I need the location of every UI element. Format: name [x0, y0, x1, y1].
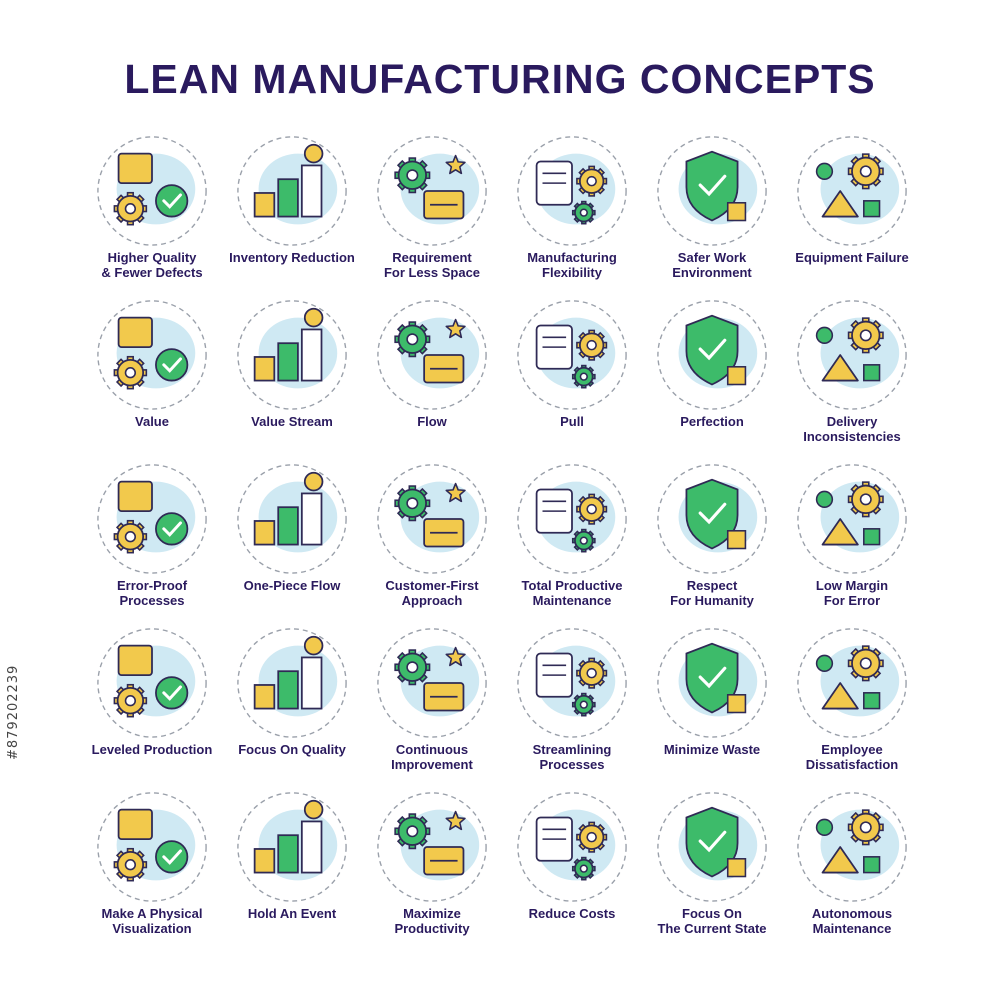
concept-item: Flow	[362, 296, 502, 460]
leveled-clock-icon	[97, 628, 207, 738]
dashboard-screen-icon	[97, 792, 207, 902]
concept-label: Value	[135, 414, 169, 429]
concept-label: One-Piece Flow	[243, 578, 341, 593]
concept-item: Value	[82, 296, 222, 460]
broken-gear-icon	[797, 136, 907, 246]
concept-item: Total Productive Maintenance	[502, 460, 642, 624]
worker-stop-icon	[797, 628, 907, 738]
concept-item: Minimize Waste	[642, 624, 782, 788]
concept-item: Low Margin For Error	[782, 460, 922, 624]
concept-label: Delivery Inconsistencies	[803, 414, 901, 444]
concept-label: Continuous Improvement	[391, 742, 473, 772]
one-piece-flow-icon	[237, 464, 347, 574]
concept-label: Total Productive Maintenance	[521, 578, 623, 608]
funnel-warning-icon	[797, 464, 907, 574]
concept-label: Flow	[417, 414, 447, 429]
warehouse-truck-icon	[517, 300, 627, 410]
rocket-gears-icon	[517, 136, 627, 246]
concept-item: Pull	[502, 296, 642, 460]
concept-label: Value Stream	[251, 414, 333, 429]
hand-warning-icon	[657, 792, 767, 902]
process-checklist-icon	[237, 300, 347, 410]
concept-label: Equipment Failure	[795, 250, 909, 265]
concept-label: Make A Physical Visualization	[101, 906, 203, 936]
shield-check-icon	[657, 136, 767, 246]
concept-item: Perfection	[642, 296, 782, 460]
concept-item: Focus On Quality	[222, 624, 362, 788]
concept-label: Requirement For Less Space	[383, 250, 481, 280]
concept-label: Focus On Quality	[238, 742, 346, 757]
refresh-truck-icon	[517, 628, 627, 738]
concept-item: Autonomous Maintenance	[782, 788, 922, 952]
concept-item: Error-Proof Processes	[82, 460, 222, 624]
concept-label: Hold An Event	[247, 906, 337, 921]
concept-item: Continuous Improvement	[362, 624, 502, 788]
scissors-money-icon	[517, 792, 627, 902]
concept-label: Inventory Reduction	[229, 250, 355, 265]
warehouse-space-icon	[377, 136, 487, 246]
concept-label: Streamlining Processes	[532, 742, 612, 772]
concept-item: Higher Quality & Fewer Defects	[82, 132, 222, 296]
concept-label: Perfection	[680, 414, 744, 429]
concept-item: Employee Dissatisfaction	[782, 624, 922, 788]
concept-grid: Higher Quality & Fewer Defects Inventory …	[82, 132, 922, 952]
flowchart-conveyor-icon	[377, 300, 487, 410]
concept-item: Focus On The Current State	[642, 788, 782, 952]
error-proof-icon	[97, 464, 207, 574]
hands-briefcase-icon	[657, 464, 767, 574]
presentation-event-icon	[237, 792, 347, 902]
concept-label: Minimize Waste	[663, 742, 761, 757]
team-shield-icon	[517, 464, 627, 574]
inventory-chart-icon	[237, 136, 347, 246]
concept-label: Pull	[560, 414, 584, 429]
star-target-icon	[97, 300, 207, 410]
speedometer-gears-icon	[377, 792, 487, 902]
concept-label: Leveled Production	[91, 742, 213, 757]
concept-label: Autonomous Maintenance	[811, 906, 893, 936]
concept-item: Inventory Reduction	[222, 132, 362, 296]
quality-badge-icon	[97, 136, 207, 246]
concept-item: Manufacturing Flexibility	[502, 132, 642, 296]
concept-item: One-Piece Flow	[222, 460, 362, 624]
concept-item: Hold An Event	[222, 788, 362, 952]
concept-label: Reduce Costs	[528, 906, 616, 921]
concept-item: Maximize Productivity	[362, 788, 502, 952]
concept-item: Requirement For Less Space	[362, 132, 502, 296]
concept-item: Customer-First Approach	[362, 460, 502, 624]
concept-item: Streamlining Processes	[502, 624, 642, 788]
concept-label: Customer-First Approach	[385, 578, 479, 608]
concept-label: Maximize Productivity	[394, 906, 470, 936]
stock-id-text: #879202239	[6, 664, 21, 760]
concept-label: Higher Quality & Fewer Defects	[101, 250, 203, 280]
concept-item: Equipment Failure	[782, 132, 922, 296]
page-title: LEAN MANUFACTURING CONCEPTS	[124, 56, 876, 102]
boxes-location-icon	[797, 300, 907, 410]
diamond-gear-icon	[237, 628, 347, 738]
concept-item: Respect For Humanity	[642, 460, 782, 624]
concept-item: Safer Work Environment	[642, 132, 782, 296]
handshake-stars-icon	[657, 300, 767, 410]
concept-label: Focus On The Current State	[657, 906, 767, 936]
concept-item: Delivery Inconsistencies	[782, 296, 922, 460]
concept-label: Employee Dissatisfaction	[805, 742, 899, 772]
concept-item: Leveled Production	[82, 624, 222, 788]
concept-label: Error-Proof Processes	[116, 578, 188, 608]
robot-arm-icon	[797, 792, 907, 902]
concept-item: Make A Physical Visualization	[82, 788, 222, 952]
concept-label: Safer Work Environment	[672, 250, 752, 280]
concept-label: Respect For Humanity	[670, 578, 754, 608]
concept-label: Low Margin For Error	[815, 578, 889, 608]
concept-label: Manufacturing Flexibility	[527, 250, 617, 280]
concept-item: Value Stream	[222, 296, 362, 460]
recycle-scale-icon	[657, 628, 767, 738]
concept-item: Reduce Costs	[502, 788, 642, 952]
growth-chart-icon	[377, 628, 487, 738]
customer-target-icon	[377, 464, 487, 574]
